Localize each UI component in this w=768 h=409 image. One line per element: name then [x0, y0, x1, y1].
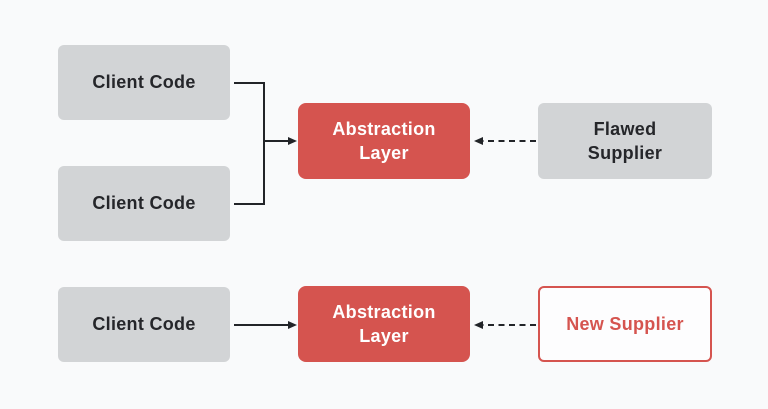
node-new-supplier: New Supplier [538, 286, 712, 362]
node-flawed-supplier: Flawed Supplier [538, 103, 712, 179]
edge-clientcode-junction [234, 82, 265, 205]
node-abstraction-layer-1: Abstraction Layer [298, 103, 470, 179]
node-client-code-3: Client Code [58, 287, 230, 362]
node-abstraction-layer-2: Abstraction Layer [298, 286, 470, 362]
node-client-code-1: Client Code [58, 45, 230, 120]
node-client-code-2: Client Code [58, 166, 230, 241]
